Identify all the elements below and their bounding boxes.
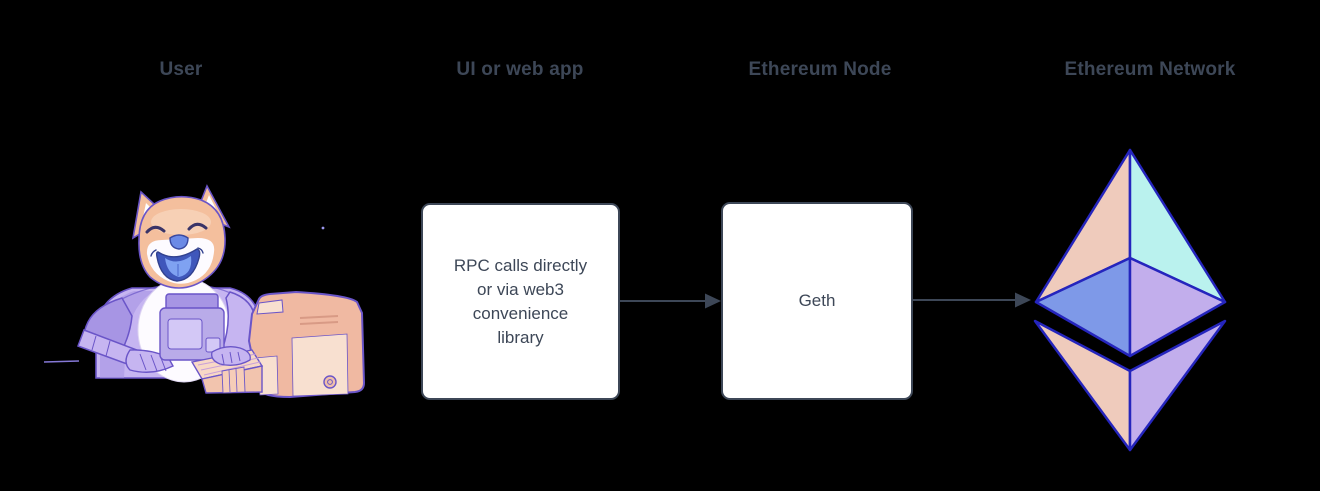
computer-body bbox=[247, 290, 366, 399]
computer-vents bbox=[299, 315, 339, 325]
doge-chest-pack bbox=[159, 293, 225, 361]
arrow-ui-to-node bbox=[620, 293, 721, 309]
eth-face-upper-left bbox=[1034, 148, 1132, 304]
column-label-user: User bbox=[159, 59, 203, 80]
doge-chest-fur bbox=[137, 277, 231, 383]
doge-mouth bbox=[155, 248, 201, 282]
box-text-line: or via web3 bbox=[477, 279, 564, 299]
doge-nose bbox=[169, 234, 189, 250]
eth-face-mid-right bbox=[1128, 256, 1227, 358]
eth-face-bottom-left bbox=[1033, 319, 1132, 452]
eth-face-mid-left bbox=[1034, 256, 1132, 358]
desk-line bbox=[43, 360, 80, 363]
arrow-node-to-network bbox=[911, 292, 1031, 308]
doge-right-arm bbox=[221, 291, 257, 359]
box-text-line: Geth bbox=[798, 291, 836, 310]
column-label-node: Ethereum Node bbox=[748, 59, 892, 80]
column-label-ui: UI or web app bbox=[456, 59, 584, 80]
arrow-head-icon bbox=[705, 293, 721, 309]
computer-keyboard bbox=[190, 349, 264, 394]
retro-computer bbox=[247, 290, 366, 399]
doge-typing-hand bbox=[211, 346, 251, 366]
eth-face-upper-right bbox=[1128, 148, 1227, 304]
computer-button bbox=[323, 375, 337, 389]
doge-robot-hand bbox=[125, 349, 174, 373]
column-label-network: Ethereum Network bbox=[1064, 59, 1236, 80]
stray-dot bbox=[321, 226, 325, 230]
computer-back-panel bbox=[291, 333, 349, 397]
box-text-line: convenience bbox=[472, 303, 569, 323]
doge-astronaut-at-computer-illustration bbox=[43, 184, 366, 399]
doge-tongue bbox=[165, 256, 192, 277]
arrow-head-icon bbox=[1015, 292, 1031, 308]
doge-head bbox=[131, 184, 231, 289]
computer-handle bbox=[256, 299, 284, 315]
box-text-line: library bbox=[497, 327, 544, 347]
doge-ear-right bbox=[194, 184, 231, 229]
doge-ear-left bbox=[131, 190, 170, 240]
doge-eye-left bbox=[145, 225, 166, 234]
doge-muzzle bbox=[146, 238, 215, 284]
box-text-line: RPC calls directly bbox=[453, 255, 588, 275]
geth-box: Geth bbox=[721, 202, 913, 400]
ui-web-app-box: RPC calls directly or via web3 convenien… bbox=[421, 203, 620, 400]
doge-eye-right bbox=[187, 222, 208, 231]
doge-left-arm bbox=[77, 297, 174, 373]
doge-spacesuit-torso bbox=[95, 283, 261, 379]
eth-face-bottom-right bbox=[1128, 319, 1227, 452]
